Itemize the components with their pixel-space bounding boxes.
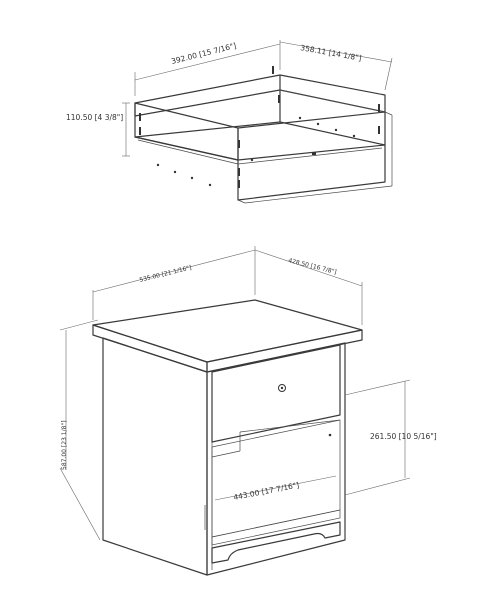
drawer-bottom-panel bbox=[134, 121, 386, 161]
nightstand-width-dimension: 535.00 [21 1/16"] bbox=[92, 246, 256, 320]
drawer-height-label: 110.50 [4 3/8"] bbox=[66, 113, 123, 122]
drawer-width-label: 392.00 [15 7/16"] bbox=[170, 41, 237, 66]
nightstand-width-label: 535.00 [21 1/16"] bbox=[139, 264, 192, 284]
shelf-board bbox=[211, 509, 341, 546]
side-dot bbox=[328, 433, 332, 437]
drawer-width-dimension: 392.00 [15 7/16"] bbox=[134, 40, 281, 96]
nightstand-drawer-front bbox=[211, 344, 341, 443]
nightstand-left-side bbox=[102, 337, 208, 576]
drawer-back-panel bbox=[134, 74, 386, 117]
nightstand-top-side-edge bbox=[206, 329, 363, 373]
drawer-hardware bbox=[139, 66, 380, 188]
nightstand-top bbox=[92, 299, 363, 363]
nightstand-top-front-edge bbox=[92, 324, 208, 373]
nightstand-height-dimension: 587.00 [23 1/8"] bbox=[59, 319, 101, 541]
nightstand-depth-dimension: 428.50 [16 7/8"] bbox=[254, 249, 363, 325]
drawer-height-dimension: 110.50 [4 3/8"] bbox=[66, 102, 130, 157]
drawer-left-side bbox=[134, 102, 239, 161]
nightstand-front bbox=[206, 342, 346, 576]
knob-icon bbox=[278, 384, 286, 392]
nightstand-drawing: 535.00 [21 1/16"] 428.50 [16 7/8"] 587.0… bbox=[59, 246, 437, 576]
opening-height-dimension: 261.50 [10 5/16"] bbox=[344, 379, 437, 496]
nightstand-base bbox=[211, 521, 341, 564]
opening-width-label: 443.00 [17 7/16"] bbox=[233, 480, 300, 502]
drawer-depth-label: 358.11 [14 1/8"] bbox=[300, 43, 363, 63]
nightstand-depth-label: 428.50 [16 7/8"] bbox=[288, 257, 338, 276]
drawer-drawing: 392.00 [15 7/16"] 358.11 [14 1/8"] 110.5… bbox=[66, 40, 393, 204]
opening-height-label: 261.50 [10 5/16"] bbox=[370, 432, 437, 441]
drawer-depth-dimension: 358.11 [14 1/8"] bbox=[279, 41, 393, 91]
nightstand-height-label: 587.00 [23 1/8"] bbox=[61, 420, 68, 470]
opening-width-dimension: 443.00 [17 7/16"] bbox=[214, 475, 337, 502]
